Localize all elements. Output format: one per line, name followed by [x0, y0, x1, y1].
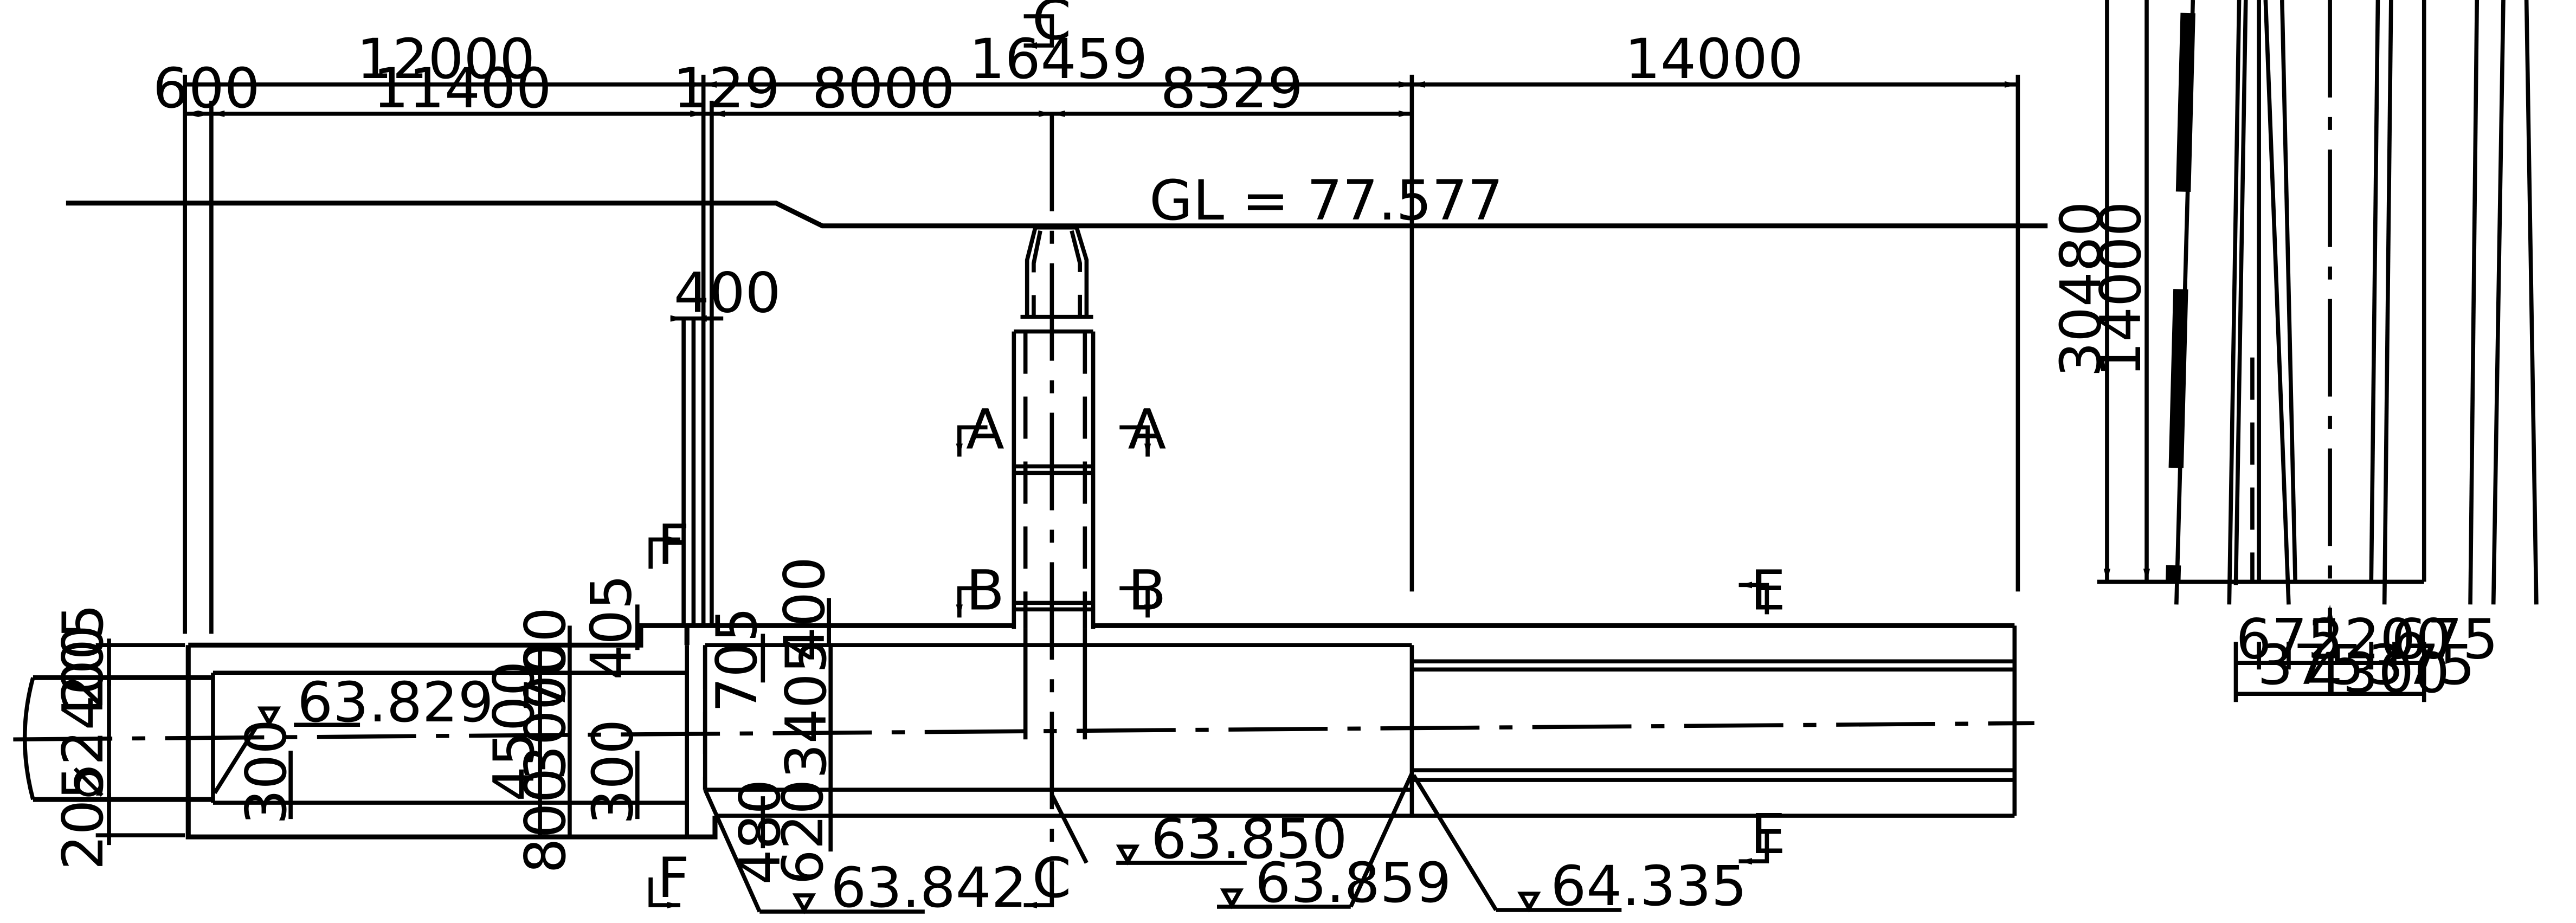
side-dim-375-right: 375 — [2368, 634, 2475, 698]
elevation-markers: 63.829 63.850 63.842 63.859 64.335 — [212, 671, 1747, 920]
section-C-bottom: C — [1032, 847, 1071, 911]
dim-205-top: 205 — [51, 604, 116, 709]
elevation-63850: 63.850 — [1151, 808, 1347, 872]
elevation-63829: 63.829 — [297, 671, 493, 735]
section-C-top: C — [1032, 0, 1071, 53]
dim-300-left: 300 — [234, 719, 299, 825]
section-E-top: E — [1750, 559, 1786, 623]
side-section-view: 30480 14000 675 2200 675 375 375 4300 — [2049, 0, 2539, 706]
dim-3405: 3405 — [774, 638, 839, 779]
section-B-right: B — [1128, 559, 1167, 623]
chamber-body — [185, 317, 2017, 840]
dim-405: 405 — [579, 575, 645, 680]
dim-16459: 16459 — [969, 28, 1148, 92]
side-dim-4300: 4300 — [2307, 642, 2450, 706]
section-markers: C C A A B B F F E E — [648, 0, 1786, 911]
dim-400-top: 400 — [772, 557, 838, 662]
dim-620: 620 — [771, 779, 836, 885]
section-E-bottom: E — [1750, 803, 1786, 867]
ground-level-label: GL = 77.577 — [1149, 169, 1503, 233]
dim-705: 705 — [705, 607, 770, 713]
dim-800: 800 — [513, 768, 578, 874]
side-dim-2200: 2200 — [2309, 608, 2452, 672]
dim-205-bottom: 205 — [51, 765, 116, 870]
dim-400-wall: 400 — [674, 261, 781, 325]
side-dim-30480: 30480 — [2049, 202, 2114, 377]
ground-line: GL = 77.577 — [66, 169, 2048, 233]
vertical-dimensions: 400 4500 700 3000 800 300 300 405 400 70… — [51, 261, 839, 885]
dim-12000: 12000 — [357, 28, 535, 92]
dim-4500: 4500 — [482, 661, 547, 801]
side-dim-14000: 14000 — [2089, 202, 2154, 377]
inlet-pipe — [22, 643, 213, 837]
horizontal-centerline — [13, 721, 2034, 741]
dim-600: 600 — [153, 57, 260, 121]
section-F-bottom: F — [657, 847, 690, 911]
dim-14000: 14000 — [1625, 28, 1803, 92]
section-F-top: F — [657, 513, 690, 577]
elevation-64335: 64.335 — [1550, 855, 1747, 919]
shaft — [1012, 224, 1096, 740]
dim-3000: 3000 — [513, 640, 578, 780]
dim-8000: 8000 — [812, 57, 955, 121]
top-dimension-chain: 12000 16459 14000 600 11400 129 8000 832… — [153, 28, 2020, 634]
section-A-left: A — [966, 398, 1004, 462]
dim-11400: 11400 — [373, 57, 551, 121]
dim-pipe-diameter: ⌀2400 — [51, 625, 116, 799]
elevation-63859: 63.859 — [1255, 851, 1451, 915]
side-dim-675-left: 675 — [2236, 608, 2343, 672]
section-B-left: B — [966, 559, 1004, 623]
elevation-63842: 63.842 — [830, 856, 1027, 920]
dim-8329: 8329 — [1161, 57, 1304, 121]
dim-300-right: 300 — [581, 719, 646, 825]
side-dim-675-right: 675 — [2391, 608, 2498, 672]
side-dim-375-left: 375 — [2257, 634, 2365, 698]
section-A-right: A — [1128, 398, 1167, 462]
dim-700: 700 — [513, 607, 578, 713]
dim-129: 129 — [673, 57, 780, 121]
